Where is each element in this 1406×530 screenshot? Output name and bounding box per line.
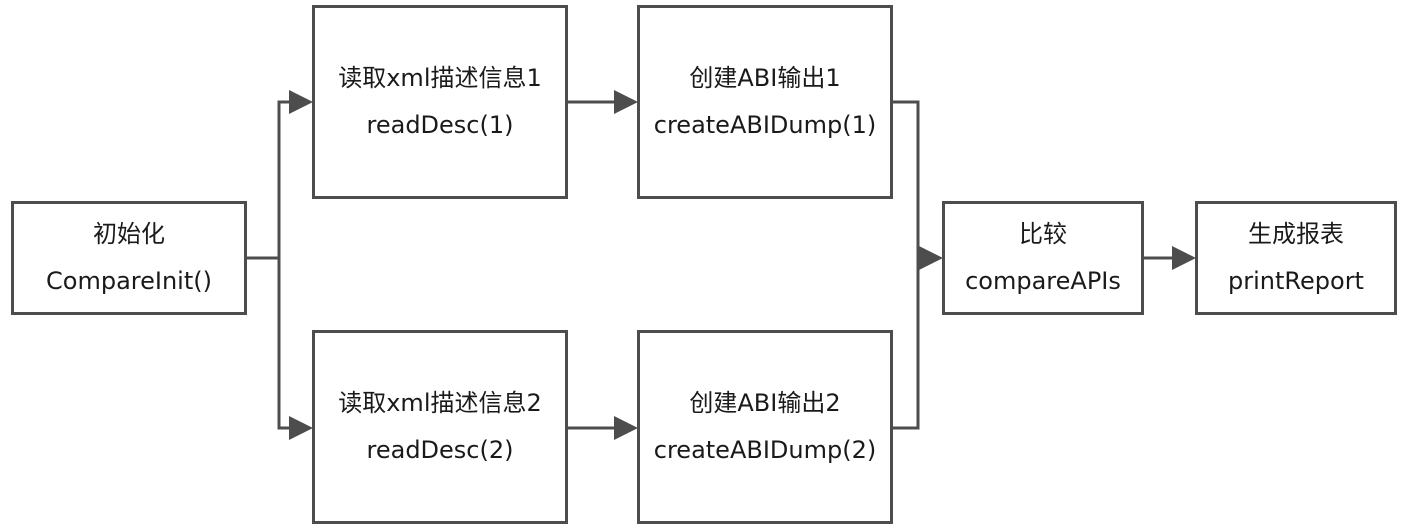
node-title: 生成报表: [1248, 220, 1344, 248]
edge-init-to-read1: [247, 90, 313, 260]
node-function: createABIDump(2): [653, 436, 877, 464]
node-title: 创建ABI输出2: [689, 389, 841, 417]
node-compare-apis: 比较 compareAPIs: [942, 201, 1144, 315]
node-title: 读取xml描述信息1: [338, 64, 542, 92]
node-read-desc-2: 读取xml描述信息2 readDesc(2): [312, 330, 568, 524]
node-function: createABIDump(1): [653, 111, 877, 139]
node-title: 创建ABI输出1: [689, 64, 841, 92]
node-read-desc-1: 读取xml描述信息1 readDesc(1): [312, 5, 568, 199]
node-create-abi-dump-1: 创建ABI输出1 createABIDump(1): [637, 5, 893, 199]
node-compare-init: 初始化 CompareInit(): [11, 201, 247, 315]
node-function: CompareInit(): [46, 267, 212, 295]
edge-abi2-to-compare: [893, 258, 920, 430]
node-function: compareAPIs: [965, 267, 1121, 295]
node-title: 初始化: [93, 220, 165, 248]
node-function: printReport: [1228, 267, 1364, 295]
node-function: readDesc(2): [366, 436, 514, 464]
node-title: 比较: [1019, 220, 1067, 248]
node-create-abi-dump-2: 创建ABI输出2 createABIDump(2): [637, 330, 893, 524]
edge-init-to-read2: [277, 258, 313, 440]
node-print-report: 生成报表 printReport: [1195, 201, 1397, 315]
edge-abi1-to-compare: [893, 100, 943, 270]
node-function: readDesc(1): [366, 111, 514, 139]
node-title: 读取xml描述信息2: [338, 389, 542, 417]
